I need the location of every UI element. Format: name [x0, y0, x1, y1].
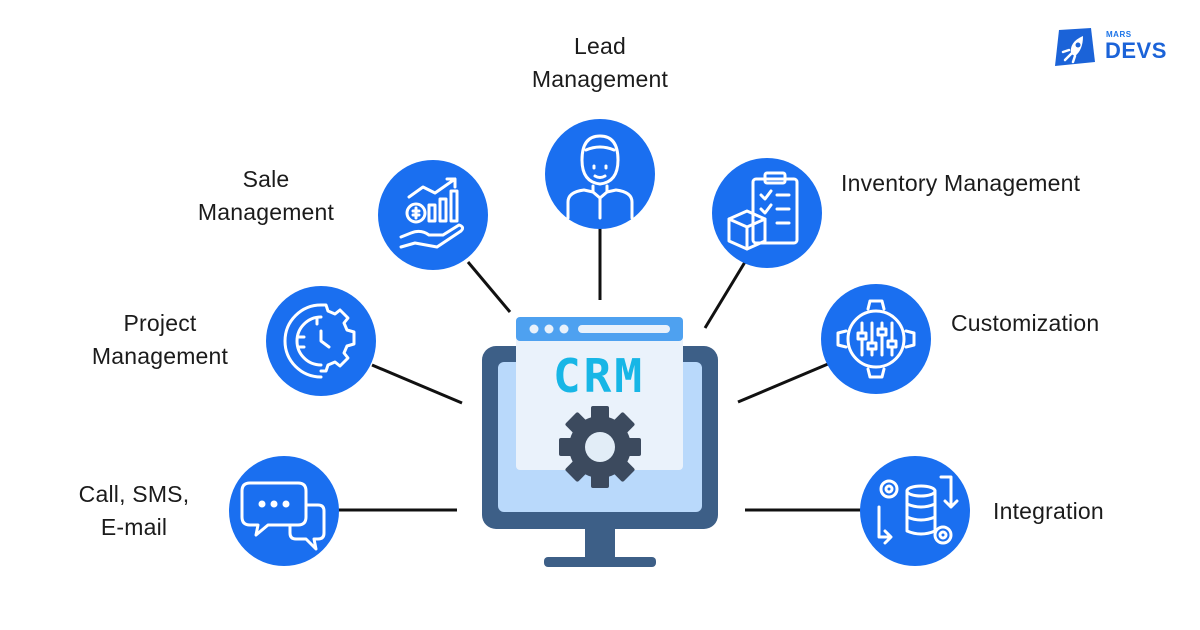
customization-circle	[821, 284, 931, 394]
inventory-label-line1: Inventory Management	[841, 170, 1081, 196]
sales-growth-icon	[399, 177, 465, 249]
connectors	[338, 228, 862, 512]
connector-sale	[466, 261, 512, 313]
window-dot-2	[544, 324, 554, 334]
lead-management-node	[545, 119, 655, 229]
call-label-line1: Call, SMS,	[78, 481, 190, 507]
window-url-bar	[578, 325, 670, 333]
integration-node	[860, 456, 970, 566]
connector-inventory	[703, 261, 747, 329]
inventory-circle	[712, 158, 822, 268]
lead-circle	[545, 119, 655, 229]
lead-management-label: Lead Management	[490, 30, 710, 96]
inventory-management-label: Inventory Management	[841, 167, 1141, 200]
window-dot-1	[529, 324, 539, 334]
customization-label-line1: Customization	[951, 310, 1100, 336]
sale-management-node	[378, 160, 488, 270]
monitor-stand-base	[544, 557, 656, 567]
sale-label-line2: Management	[197, 199, 335, 225]
window-dot-3	[559, 324, 569, 334]
crm-title: CRM	[553, 349, 645, 403]
call-label-line2: E-mail	[100, 514, 168, 540]
brand-small-text: MARS	[1106, 30, 1132, 39]
sale-management-label: Sale Management	[156, 163, 376, 229]
integration-label-line1: Integration	[993, 498, 1104, 524]
connector-project	[371, 363, 463, 405]
inventory-management-node	[712, 158, 822, 268]
project-management-label: Project Management	[50, 307, 270, 373]
call-sms-email-node	[229, 456, 339, 566]
person-icon	[566, 134, 634, 220]
settings-sliders-icon	[836, 299, 916, 379]
chat-bubbles-icon	[240, 481, 326, 551]
integration-label: Integration	[993, 495, 1173, 528]
gear-icon	[559, 406, 641, 488]
lead-label-line2: Management	[531, 66, 669, 92]
project-label-line2: Management	[91, 343, 229, 369]
sale-label-line1: Sale	[242, 166, 290, 192]
customization-label: Customization	[951, 307, 1151, 340]
call-sms-email-label: Call, SMS, E-mail	[64, 478, 204, 544]
rocket-logo-icon	[1055, 28, 1095, 66]
project-management-node	[266, 286, 376, 396]
clock-gear-icon	[283, 303, 356, 379]
brand-big-text: DEVS	[1105, 38, 1167, 63]
crm-window	[516, 317, 683, 470]
customization-node	[821, 284, 931, 394]
crm-monitor-icon: CRM	[482, 317, 718, 567]
lead-label-line1: Lead	[574, 33, 626, 59]
database-gears-icon	[877, 475, 959, 545]
connector-customization	[737, 362, 829, 404]
mars-devs-logo: MARS DEVS	[1049, 26, 1179, 70]
project-label-line1: Project	[123, 310, 197, 336]
sale-circle	[378, 160, 488, 270]
inventory-clipboard-icon	[727, 171, 799, 251]
integration-circle	[860, 456, 970, 566]
